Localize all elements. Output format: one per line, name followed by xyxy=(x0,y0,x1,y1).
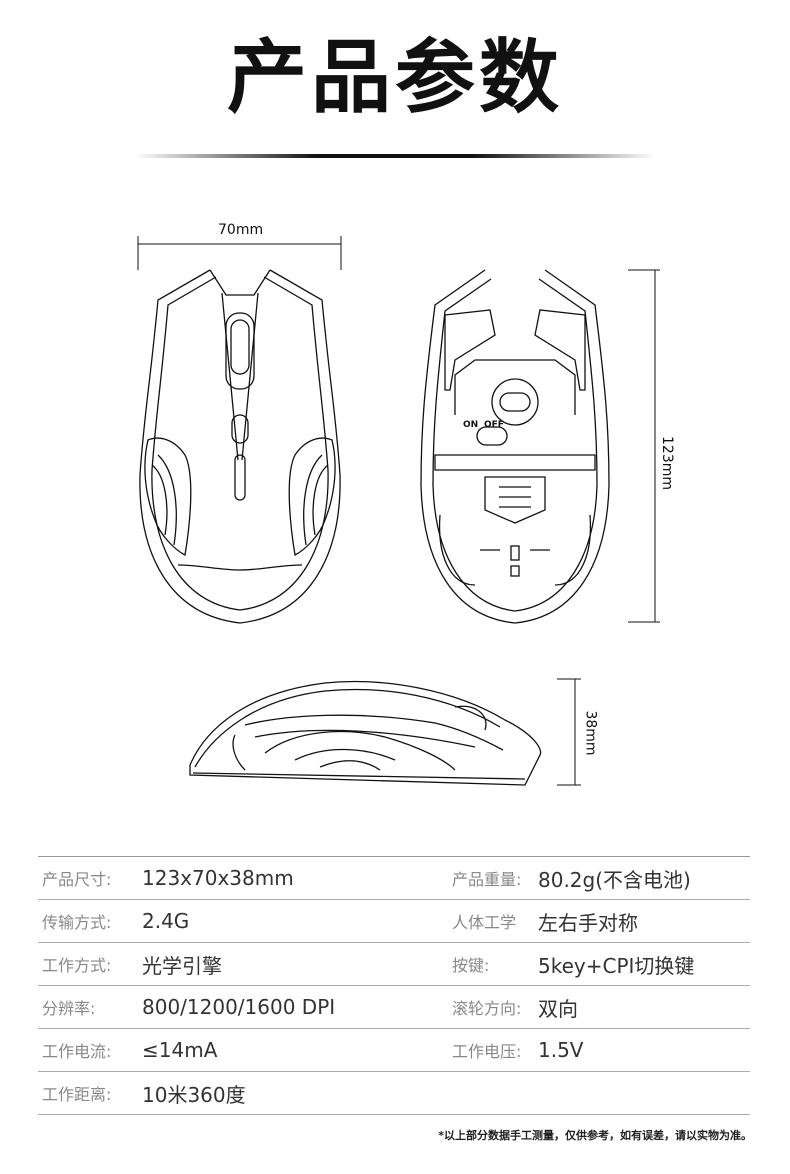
spec-label: 按键: xyxy=(452,956,490,975)
spec-value: 80.2g(不含电池) xyxy=(538,867,691,892)
length-dimension-label: 123mm xyxy=(659,436,675,490)
spec-value: 左右手对称 xyxy=(538,910,638,935)
table-row: 工作距离: 10米360度 xyxy=(38,1072,750,1115)
spec-label: 分辨率: xyxy=(42,999,96,1018)
disclaimer-note: *以上部分数据手工测量，仅供参考，如有误差，请以实物为准。 xyxy=(438,1129,752,1142)
page-title: 产品参数 xyxy=(227,31,563,124)
spec-label: 滚轮方向: xyxy=(452,999,522,1018)
spec-value: 2.4G xyxy=(142,909,190,933)
spec-label: 工作方式: xyxy=(42,956,112,975)
mouse-bottom-view xyxy=(420,269,610,624)
spec-value: 1.5V xyxy=(538,1038,584,1062)
height-dimension-label: 38mm xyxy=(582,710,599,756)
length-dimension-line xyxy=(628,269,660,623)
mouse-side-view xyxy=(189,680,542,786)
spec-value: ≤14mA xyxy=(142,1038,218,1062)
spec-value: 10米360度 xyxy=(142,1082,246,1107)
specs-table: 产品尺寸: 123x70x38mm 产品重量: 80.2g(不含电池) 传输方式… xyxy=(38,856,750,1115)
table-row: 工作电流: ≤14mA 工作电压: 1.5V xyxy=(38,1029,750,1072)
spec-value: 800/1200/1600 DPI xyxy=(142,995,336,1019)
spec-value: 5key+CPI切换键 xyxy=(538,953,695,978)
switch-off-label: OFF xyxy=(484,420,504,430)
spec-label: 工作距离: xyxy=(42,1085,112,1104)
spec-label: 传输方式: xyxy=(42,913,112,932)
spec-label: 工作电压: xyxy=(452,1042,522,1061)
spec-value: 双向 xyxy=(538,996,578,1021)
switch-on-label: ON xyxy=(463,420,479,430)
table-row: 分辨率: 800/1200/1600 DPI 滚轮方向: 双向 xyxy=(38,986,750,1029)
width-dimension-line xyxy=(137,236,342,270)
spec-label: 工作电流: xyxy=(42,1042,112,1061)
spec-label: 产品重量: xyxy=(452,870,522,889)
table-row: 产品尺寸: 123x70x38mm 产品重量: 80.2g(不含电池) xyxy=(38,857,750,900)
spec-value: 123x70x38mm xyxy=(142,866,294,890)
spec-value: 光学引擎 xyxy=(142,953,222,978)
spec-label: 产品尺寸: xyxy=(42,870,112,889)
height-dimension-line xyxy=(557,678,581,786)
spec-label: 人体工学 xyxy=(452,913,517,932)
width-dimension-label: 70mm xyxy=(218,222,264,238)
table-row: 工作方式: 光学引擎 按键: 5key+CPI切换键 xyxy=(38,943,750,986)
mouse-top-view xyxy=(139,269,341,624)
title-divider xyxy=(135,154,655,158)
table-row: 传输方式: 2.4G 人体工学 左右手对称 xyxy=(38,900,750,943)
